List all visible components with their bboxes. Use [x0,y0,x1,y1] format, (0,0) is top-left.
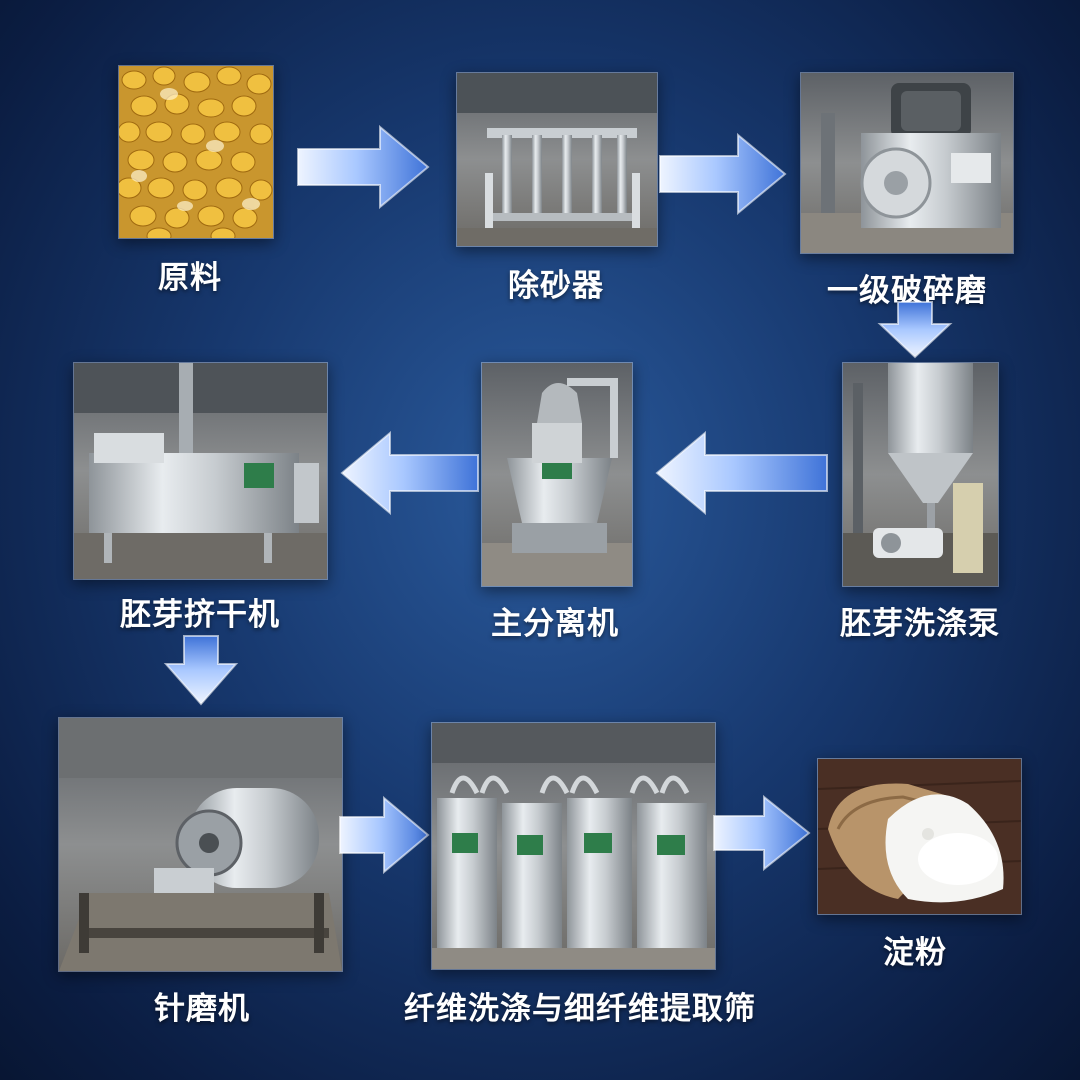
crushing-mill-image [800,72,1014,254]
step-label: 除砂器 [508,268,604,304]
flow-arrow-right-icon [713,794,811,872]
step-label: 主分离机 [491,606,619,642]
flow-arrow-right-icon [339,795,430,875]
pin-mill-image [58,717,343,972]
step-label: 纤维洗涤与细纤维提取筛 [404,991,756,1027]
step-label: 原料 [158,260,222,296]
step-label: 针磨机 [154,991,250,1027]
desander-machine-image [456,72,658,247]
starch-sack-image [817,758,1022,915]
fiber-washing-screens-image [431,722,716,970]
flow-arrow-down-icon [163,635,239,706]
flow-arrow-left-icon [655,430,828,516]
flow-arrow-right-icon [659,132,787,216]
corn-kernels-image [118,65,274,239]
step-label: 胚芽挤干机 [120,597,280,633]
germ-squeezer-image [73,362,328,580]
germ-washing-pump-image [842,362,999,587]
step-label: 胚芽洗涤泵 [840,606,1000,642]
main-separator-image [481,362,633,587]
flow-arrow-down-icon [877,301,953,359]
step-label: 淀粉 [883,935,947,971]
flow-arrow-right-icon [297,124,430,210]
flow-arrow-left-icon [340,430,479,516]
